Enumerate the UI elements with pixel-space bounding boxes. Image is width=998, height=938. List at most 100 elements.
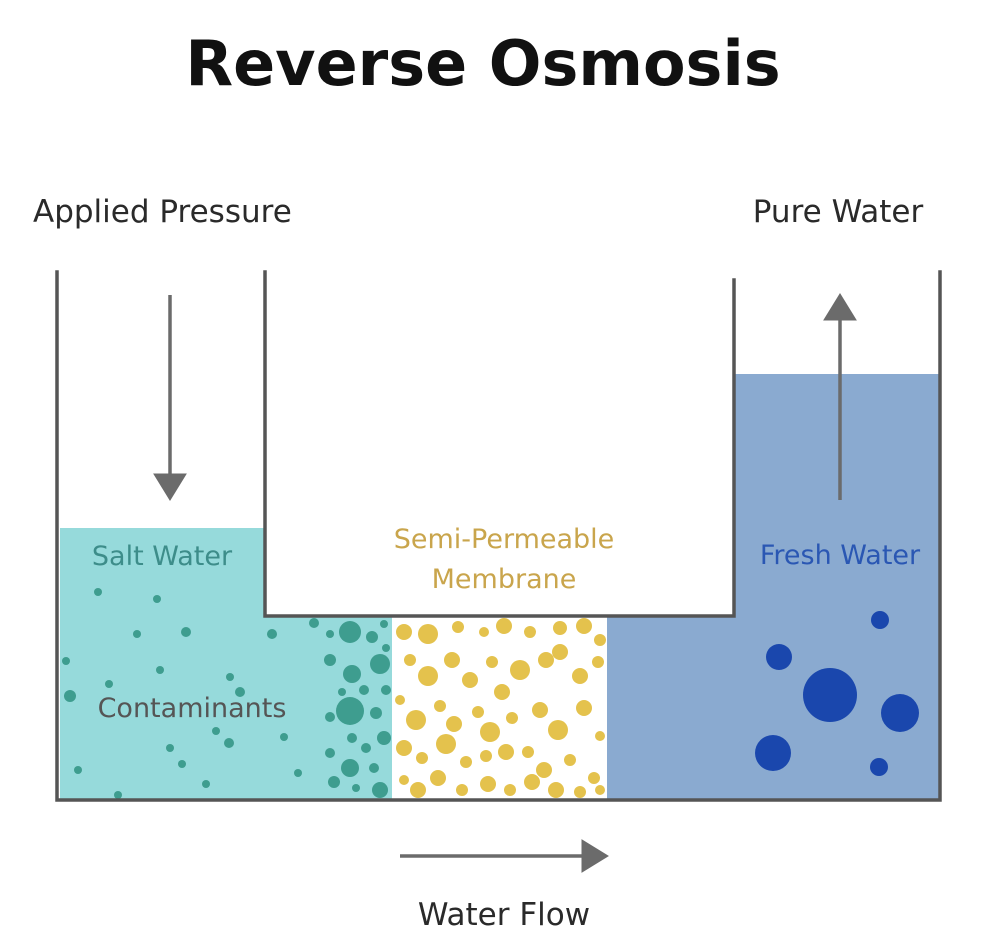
membrane-particle xyxy=(399,775,409,785)
fresh-water-particle xyxy=(803,668,857,722)
contaminant-particle xyxy=(114,791,122,799)
membrane-particle xyxy=(460,756,472,768)
membrane-particle xyxy=(456,784,468,796)
membrane-particle xyxy=(480,750,492,762)
membrane-particle xyxy=(498,744,514,760)
arrow-right-icon xyxy=(400,839,609,873)
contaminant-particle xyxy=(380,620,388,628)
contaminant-particle xyxy=(352,784,360,792)
contaminant-particle xyxy=(226,673,234,681)
contaminant-particle xyxy=(74,766,82,774)
membrane-particle xyxy=(416,752,428,764)
membrane-particle xyxy=(480,776,496,792)
membrane-particle xyxy=(480,722,500,742)
fresh-water-region xyxy=(735,374,940,800)
membrane-particle xyxy=(553,621,567,635)
salt-water-label: Salt Water xyxy=(92,541,233,572)
contaminant-particle xyxy=(326,630,334,638)
contaminant-particle xyxy=(64,690,76,702)
membrane-particle xyxy=(496,618,512,634)
membrane-particle xyxy=(436,734,456,754)
contaminant-particle xyxy=(359,685,369,695)
contaminant-particle xyxy=(166,744,174,752)
center-divider xyxy=(263,270,736,618)
arrow-down-icon xyxy=(153,295,187,501)
contaminant-particle xyxy=(324,654,336,666)
membrane-particle xyxy=(472,706,484,718)
contaminant-particle xyxy=(370,654,390,674)
membrane-particle xyxy=(410,782,426,798)
contaminant-particle xyxy=(347,733,357,743)
membrane-particle xyxy=(552,644,568,660)
membrane-particle xyxy=(479,627,489,637)
membrane-particle xyxy=(396,740,412,756)
fresh-water-particle xyxy=(871,611,889,629)
fresh-water-particle xyxy=(881,694,919,732)
membrane-particle xyxy=(395,695,405,705)
contaminant-particle xyxy=(343,665,361,683)
membrane-particle xyxy=(522,746,534,758)
membrane-particles xyxy=(395,618,606,798)
contaminant-particle xyxy=(202,780,210,788)
pure-water-label: Pure Water xyxy=(753,194,924,230)
membrane-label-line1: Semi-Permeable xyxy=(394,524,615,555)
membrane-particle xyxy=(524,774,540,790)
membrane-particle xyxy=(576,700,592,716)
membrane-particle xyxy=(406,710,426,730)
contaminant-particle xyxy=(328,776,340,788)
membrane-particle xyxy=(404,654,416,666)
contaminant-particle xyxy=(212,727,220,735)
contaminant-particle xyxy=(153,595,161,603)
contaminant-particle xyxy=(377,731,391,745)
membrane-particle xyxy=(572,668,588,684)
contaminant-particles xyxy=(62,588,391,799)
contaminant-particle xyxy=(370,707,382,719)
membrane-particle xyxy=(510,660,530,680)
membrane-particle xyxy=(595,731,605,741)
contaminant-particle xyxy=(382,644,390,652)
contaminant-particle xyxy=(156,666,164,674)
membrane-particle xyxy=(536,762,552,778)
membrane-particle xyxy=(548,782,564,798)
membrane-particle xyxy=(444,652,460,668)
contaminant-particle xyxy=(105,680,113,688)
membrane-particle xyxy=(418,666,438,686)
membrane-particle xyxy=(452,621,464,633)
contaminant-particle xyxy=(133,630,141,638)
membrane-particle xyxy=(588,772,600,784)
contaminant-particle xyxy=(235,687,245,697)
contaminant-particle xyxy=(309,618,319,628)
contaminant-particle xyxy=(224,738,234,748)
membrane-particle xyxy=(574,786,586,798)
membrane-particle xyxy=(576,618,592,634)
contaminant-particle xyxy=(381,685,391,695)
membrane-particle xyxy=(538,652,554,668)
contaminant-particle xyxy=(369,763,379,773)
contaminant-particle xyxy=(181,627,191,637)
contaminants-label: Contaminants xyxy=(98,693,287,724)
membrane-particle xyxy=(430,770,446,786)
membrane-particle xyxy=(548,720,568,740)
fresh-water-particle xyxy=(766,644,792,670)
membrane-particle xyxy=(595,785,605,795)
membrane-particle xyxy=(418,624,438,644)
membrane-particle xyxy=(486,656,498,668)
contaminant-particle xyxy=(62,657,70,665)
contaminant-particle xyxy=(372,782,388,798)
membrane-label-line2: Membrane xyxy=(432,564,577,595)
contaminant-particle xyxy=(294,769,302,777)
membrane-particle xyxy=(462,672,478,688)
fresh-water-particles xyxy=(755,611,919,776)
membrane-particle xyxy=(524,626,536,638)
contaminant-particle xyxy=(361,743,371,753)
membrane-particle xyxy=(592,656,604,668)
contaminant-particle xyxy=(366,631,378,643)
tank-outline xyxy=(55,270,942,802)
membrane-particle xyxy=(396,624,412,640)
applied-pressure-label: Applied Pressure xyxy=(33,194,292,230)
membrane-particle xyxy=(564,754,576,766)
membrane-particle xyxy=(446,716,462,732)
membrane-particle xyxy=(504,784,516,796)
contaminant-particle xyxy=(325,712,335,722)
membrane-particle xyxy=(506,712,518,724)
